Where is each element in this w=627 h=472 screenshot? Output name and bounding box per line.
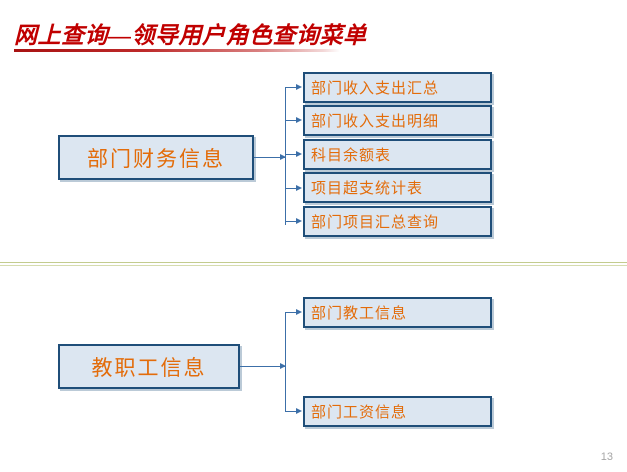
connector-trunk-h-staff <box>240 366 285 367</box>
connector-trunk-arrow-staff <box>280 362 286 369</box>
section-divider-top <box>0 262 627 263</box>
connector-branch-h-finance-3 <box>285 154 298 155</box>
node-child-account-balance-table[interactable]: 科目余额表 <box>303 139 492 170</box>
page-number: 13 <box>600 451 613 463</box>
node-child-dept-project-summary-query[interactable]: 部门项目汇总查询 <box>303 206 492 237</box>
section-divider-bottom <box>0 265 627 266</box>
connector-arrow-finance-5 <box>296 217 302 224</box>
connector-trunk-arrow-finance <box>280 153 286 160</box>
connector-branch-h-finance-1 <box>285 87 298 88</box>
connector-trunk-h-finance <box>254 157 285 158</box>
node-child-project-overspend-statistics[interactable]: 项目超支统计表 <box>303 172 492 203</box>
connector-branch-h-staff-1 <box>285 312 298 313</box>
title-underline-rule <box>14 49 340 52</box>
node-child-dept-income-expense-detail[interactable]: 部门收入支出明细 <box>303 105 492 136</box>
connector-arrow-staff-2 <box>296 407 302 414</box>
connector-spine-staff <box>285 312 286 412</box>
connector-arrow-finance-4 <box>296 184 302 191</box>
connector-arrow-finance-2 <box>296 116 302 123</box>
node-parent-finance[interactable]: 部门财务信息 <box>58 135 254 180</box>
node-parent-staff[interactable]: 教职工信息 <box>58 344 240 389</box>
connector-branch-h-staff-2 <box>285 411 298 412</box>
node-child-dept-staff-info[interactable]: 部门教工信息 <box>303 297 492 328</box>
connector-arrow-finance-1 <box>296 83 302 90</box>
node-child-dept-income-expense-summary[interactable]: 部门收入支出汇总 <box>303 72 492 103</box>
connector-spine-finance <box>285 87 286 225</box>
connector-branch-h-finance-2 <box>285 120 298 121</box>
page-title: 网上查询—领导用户角色查询菜单 <box>14 23 367 48</box>
connector-branch-h-finance-4 <box>285 188 298 189</box>
connector-arrow-staff-1 <box>296 308 302 315</box>
node-child-dept-salary-info[interactable]: 部门工资信息 <box>303 396 492 427</box>
connector-branch-h-finance-5 <box>285 221 298 222</box>
connector-arrow-finance-3 <box>296 150 302 157</box>
